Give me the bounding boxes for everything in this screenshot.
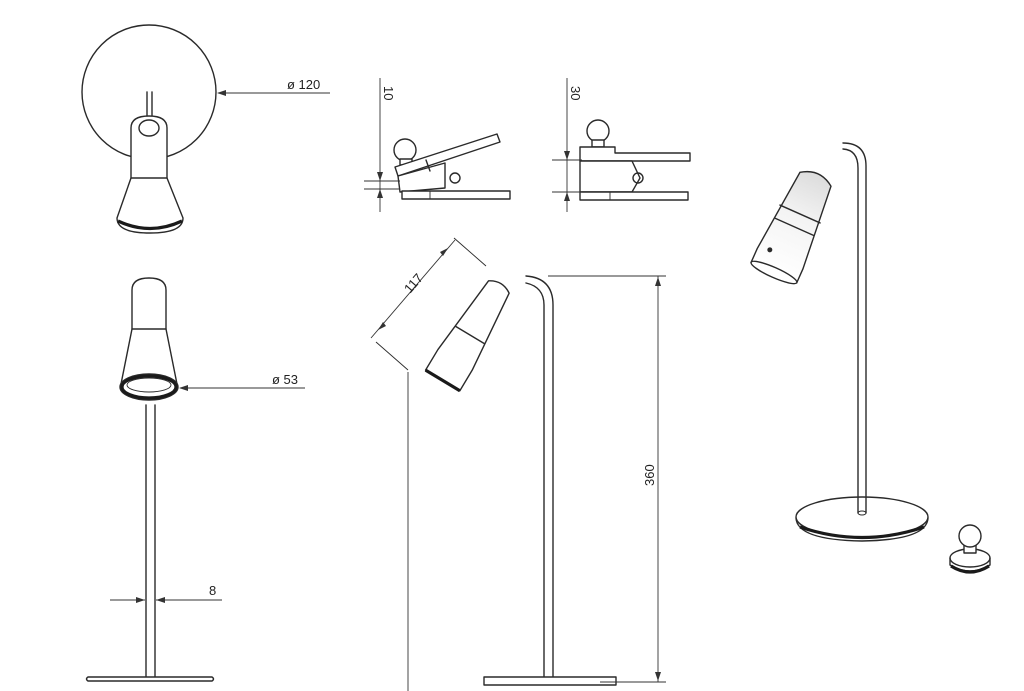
front-view (85, 277, 215, 682)
rod-side (525, 282, 545, 678)
base-side (483, 676, 617, 686)
clip-ball-1 (393, 138, 417, 162)
rod-perspective (842, 148, 859, 514)
shade-opening (119, 373, 179, 401)
dim-label-shade-length: 117 (401, 270, 426, 295)
dim-base-diameter: ø 120 (217, 77, 330, 96)
dim-total-height: 360 (407, 275, 666, 691)
dim-label-clip-small: 10 (381, 86, 396, 100)
shade-top-view (116, 115, 184, 234)
shade-front (120, 277, 178, 385)
dim-label-rod-width: 8 (209, 583, 216, 598)
clip-detail-tilted (393, 133, 511, 200)
shade-side (424, 280, 510, 392)
side-view (424, 275, 617, 686)
dim-rod-width: 8 (110, 583, 222, 603)
dim-label-total-height: 360 (642, 464, 657, 486)
clip-detail-open (579, 119, 691, 201)
top-view (81, 24, 217, 234)
dim-label-base-diameter: ø 120 (287, 77, 320, 92)
dim-shade-diameter: ø 53 (179, 372, 305, 391)
base-front (85, 676, 215, 682)
dim-clip-small: 10 (364, 78, 400, 212)
dim-label-shade-diameter: ø 53 (272, 372, 298, 387)
dim-label-clip-large: 30 (568, 86, 583, 100)
shade-perspective (750, 171, 832, 284)
perspective-view (750, 142, 929, 542)
clip-ball-perspective (958, 524, 982, 548)
dim-clip-large: 30 (552, 78, 583, 212)
clip-perspective (949, 524, 991, 574)
clip-ball-2 (586, 119, 610, 143)
